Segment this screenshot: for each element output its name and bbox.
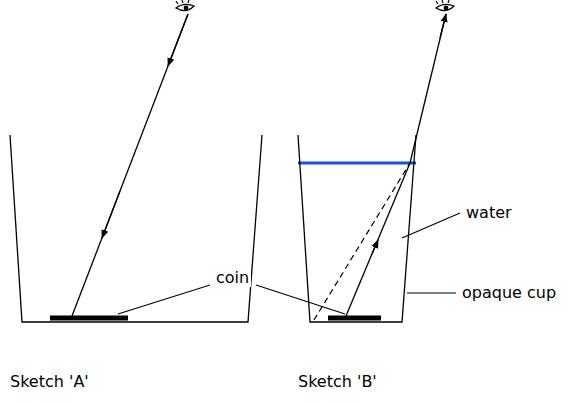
arrowhead [102,191,120,238]
light-ray-a [72,14,188,316]
coin-b [328,316,381,321]
coin-a [50,316,128,321]
sketch-caption: Sketch 'A' [8,372,91,391]
part-label: opaque cup [460,283,558,302]
water-surface [298,162,416,165]
arrowhead [372,240,378,254]
light-ray-b [410,14,446,163]
arrowhead [440,14,446,38]
part-label: coin [214,268,251,287]
arrowhead [168,14,188,66]
sketch-caption: Sketch 'B' [296,372,379,391]
eye-symbol [436,0,454,11]
cup-b [298,135,416,322]
part-label: water [464,203,514,222]
apparent-ray [314,163,410,320]
eye-symbol [176,0,194,11]
cup-a [10,135,262,322]
leader-line [118,213,460,314]
light-ray-b [346,163,410,316]
